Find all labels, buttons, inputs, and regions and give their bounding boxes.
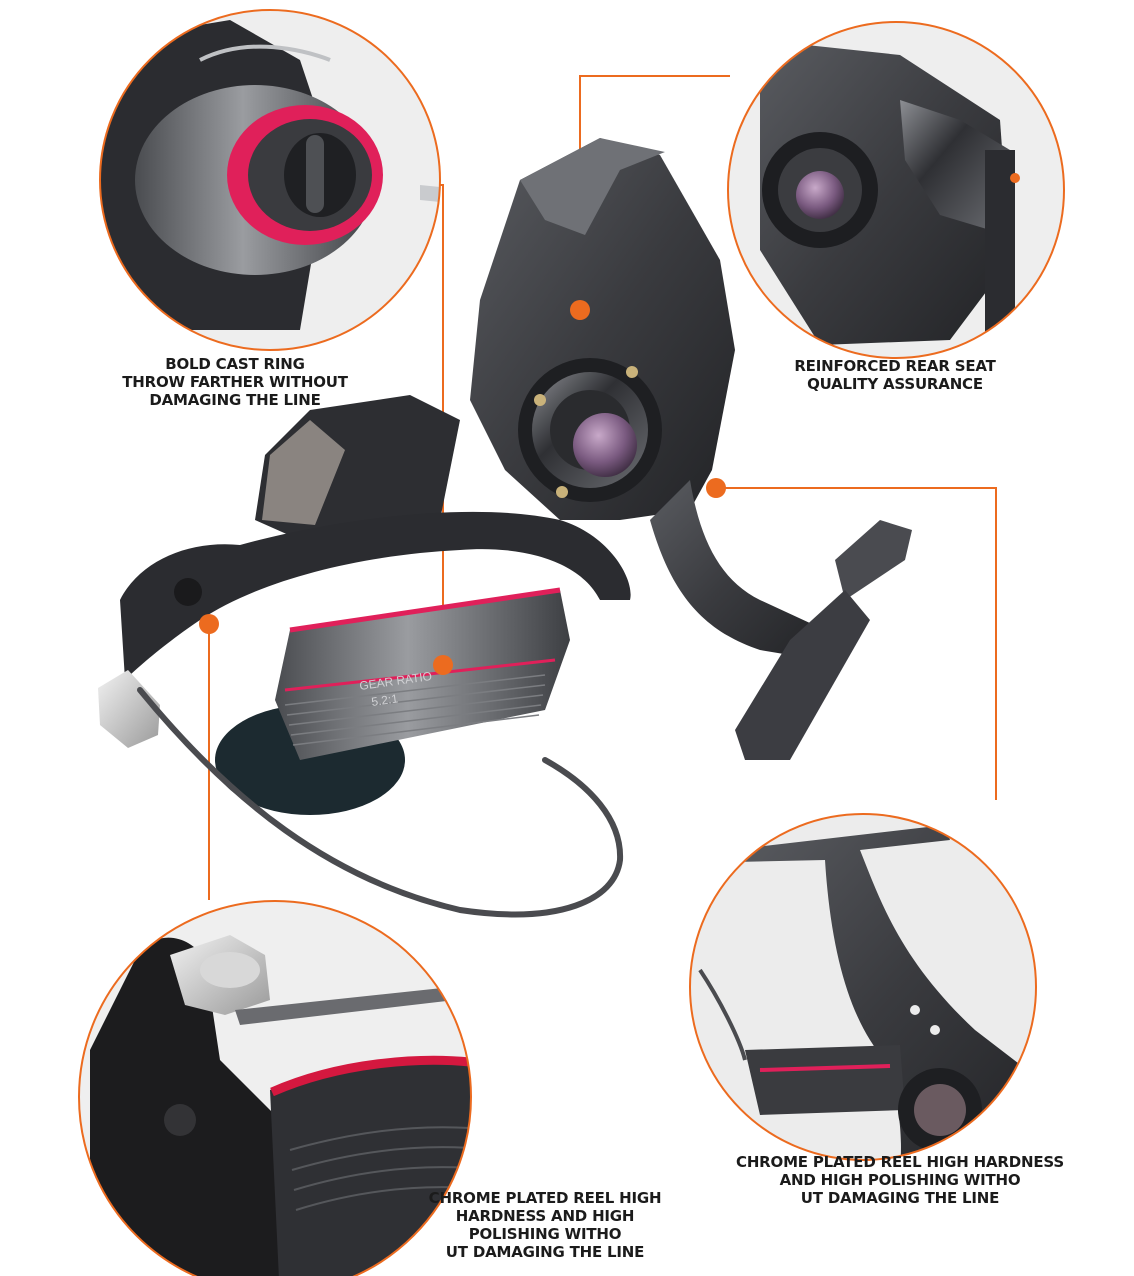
marker-dots <box>199 300 726 675</box>
callout-rear-seat-line-1: REINFORCED REAR SEAT <box>794 357 996 375</box>
main-reel: GEAR RATIO 5.2:1 <box>98 138 912 918</box>
callout-rear-seat: REINFORCED REAR SEAT QUALITY ASSURANCE <box>760 357 1030 393</box>
detail-line-roller <box>78 900 472 1276</box>
callout-cast-ring: BOLD CAST RING THROW FARTHER WITHOUT DAM… <box>100 355 370 409</box>
callout-handle-line-3: UT DAMAGING THE LINE <box>800 1189 1000 1207</box>
callout-cast-ring-line-1: BOLD CAST RING <box>165 355 305 373</box>
callout-line-roller: CHROME PLATED REEL HIGH HARDNESS AND HIG… <box>410 1189 680 1261</box>
detail-handle <box>689 813 1037 1161</box>
detail-cast-ring <box>99 9 441 351</box>
callout-handle-line-1: CHROME PLATED REEL HIGH HARDNESS <box>736 1153 1064 1171</box>
callout-cast-ring-line-2: THROW FARTHER WITHOUT <box>122 373 348 391</box>
callout-rear-seat-line-2: QUALITY ASSURANCE <box>807 375 983 393</box>
callout-cast-ring-line-3: DAMAGING THE LINE <box>149 391 321 409</box>
detail-rear-seat <box>727 21 1065 359</box>
callout-handle-line-2: AND HIGH POLISHING WITHO <box>779 1171 1021 1189</box>
callout-line-roller-line-3: POLISHING WITHO <box>468 1225 622 1243</box>
spool-gear-ratio-value: 5.2:1 <box>370 691 399 709</box>
callout-line-roller-line-2: HARDNESS AND HIGH <box>455 1207 635 1225</box>
callout-handle: CHROME PLATED REEL HIGH HARDNESS AND HIG… <box>720 1153 1080 1207</box>
callout-line-roller-line-1: CHROME PLATED REEL HIGH <box>428 1189 662 1207</box>
callout-line-roller-line-4: UT DAMAGING THE LINE <box>445 1243 645 1261</box>
